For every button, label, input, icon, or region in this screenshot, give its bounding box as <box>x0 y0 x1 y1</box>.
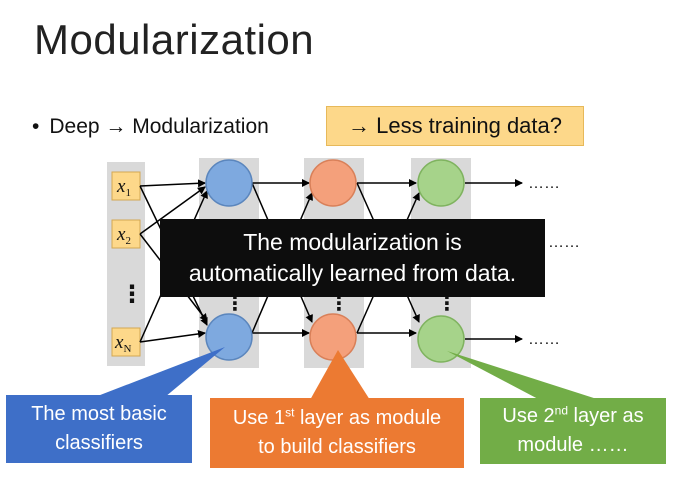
callout-blue-line-1: The most basic <box>31 403 167 425</box>
input-vertical-dots: ⋮ <box>120 281 144 308</box>
layer3-vertical-dots: ⋮ <box>437 293 457 315</box>
neuron-layer3-bottom <box>417 315 465 363</box>
callout-orange-line-1: Use 1st layer as module <box>232 405 442 429</box>
callout-blue-line-2: classifiers <box>55 432 143 454</box>
layer2-vertical-dots: ⋮ <box>329 293 349 315</box>
callout-pointer-green <box>447 351 600 400</box>
callout-pointer-orange <box>310 350 370 400</box>
callout-basic-classifiers: The most basic classifiers <box>6 395 192 463</box>
callout-first-layer-module: Use 1st layer as module to build classif… <box>210 398 464 468</box>
input-box-x2 <box>111 219 141 249</box>
neuron-layer1-top <box>205 159 253 207</box>
bullet-line: • Deep → Modularization <box>32 115 269 139</box>
input-label-x1: x1 <box>116 176 131 199</box>
neuron-layer3-top <box>417 159 465 207</box>
bullet-text: Deep → Modularization <box>49 115 269 138</box>
overlay-line-1: The modularization is <box>243 229 462 255</box>
output-arrows <box>465 179 523 343</box>
slide-title: Modularization <box>34 16 315 63</box>
callout-orange-line-2: to build classifiers <box>258 436 416 458</box>
output-dots-top: …… <box>528 175 560 192</box>
neuron-layer2-bottom <box>309 313 357 361</box>
overlay-caption: The modularization is automatically lear… <box>160 219 545 297</box>
highlight-box: → Less training data? <box>326 106 584 146</box>
neuron-layer2-top <box>309 159 357 207</box>
callout-green-line-1: Use 2nd layer as <box>502 403 644 427</box>
callout-green-line-2: module …… <box>517 434 629 456</box>
output-dots-middle: …… <box>548 234 580 251</box>
input-label-xn: xN <box>114 332 131 355</box>
neuron-layer1-bottom <box>205 313 253 361</box>
output-dots-bottom: …… <box>528 331 560 348</box>
bullet-marker: • <box>32 115 40 138</box>
input-box-x1 <box>111 171 141 201</box>
layer1-vertical-dots: ⋮ <box>225 293 245 315</box>
overlay-line-2: automatically learned from data. <box>188 260 517 286</box>
callout-second-layer-module: Use 2nd layer as module …… <box>480 398 666 464</box>
callout-pointer-blue <box>95 347 225 397</box>
input-label-x2: x2 <box>116 224 131 247</box>
